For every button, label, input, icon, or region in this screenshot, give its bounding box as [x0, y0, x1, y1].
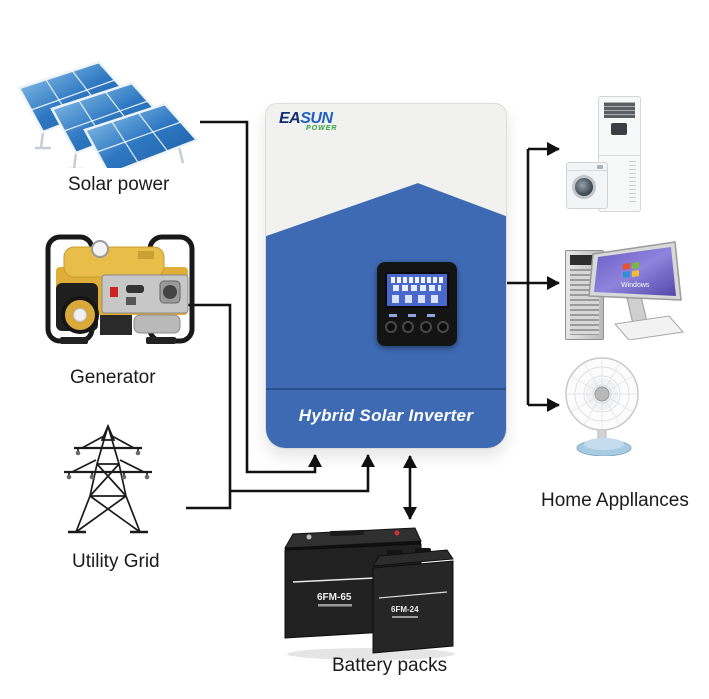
generator-label: Generator	[70, 367, 156, 388]
line-solar-to-inverter	[200, 120, 322, 474]
solar-panels-icon	[17, 60, 199, 168]
washer-door	[572, 175, 596, 199]
washer-knob	[597, 165, 603, 169]
lcd-screen	[385, 272, 449, 308]
battery-small-model: 6FM-24	[391, 605, 419, 614]
utility-tower-icon	[64, 424, 152, 534]
brand-ea: EA	[279, 110, 301, 127]
line-inverter-to-appliances	[505, 149, 530, 405]
line-generator-utility	[186, 303, 232, 510]
display-button-enter[interactable]	[436, 321, 449, 333]
lcd-icons-row	[392, 295, 442, 303]
brand-power: POWER	[306, 125, 338, 132]
display-button-down[interactable]	[419, 321, 432, 333]
battery-small-icon: 6FM-24	[372, 548, 454, 654]
ac-display	[611, 123, 627, 135]
tower-drive-bays	[570, 255, 599, 265]
fan-icon	[565, 357, 639, 456]
display-buttons	[385, 321, 449, 333]
ac-louvers	[629, 161, 636, 205]
washer-panel-line	[567, 170, 607, 171]
battery-packs-icon: 6FM-65 6FM-24	[284, 527, 455, 660]
appliances-label: Home Appllances	[541, 490, 689, 511]
lcd-digits-row	[391, 277, 443, 283]
brand-logo: EASUN POWER	[279, 110, 338, 133]
generator-icon	[45, 234, 195, 344]
lcd-values-row	[393, 285, 441, 291]
washing-machine-icon	[566, 162, 608, 209]
inverter-seam-line	[266, 388, 506, 390]
battery-label: Battery packs	[332, 655, 448, 676]
utility-label: Utility Grid	[72, 551, 160, 572]
monitor-os-label: Windows	[621, 282, 650, 289]
display-button-esc[interactable]	[385, 321, 397, 333]
display-button-up[interactable]	[402, 321, 415, 333]
inverter-title: Hybrid Solar Inverter	[298, 406, 474, 425]
inverter: EASUN POWER Hybrid Solar Inverter	[265, 103, 507, 449]
ac-seam	[599, 155, 640, 156]
line-junction-to-inverter	[230, 454, 375, 493]
button-labels-row	[389, 314, 445, 317]
battery-large-model: 6FM-65	[317, 592, 352, 603]
brand-sun: SUN	[300, 110, 333, 127]
ac-vent	[604, 102, 635, 118]
computer-monitor-icon: Windows	[588, 241, 684, 340]
inverter-display-panel	[377, 262, 457, 346]
solar-label: Solar power	[68, 174, 170, 195]
